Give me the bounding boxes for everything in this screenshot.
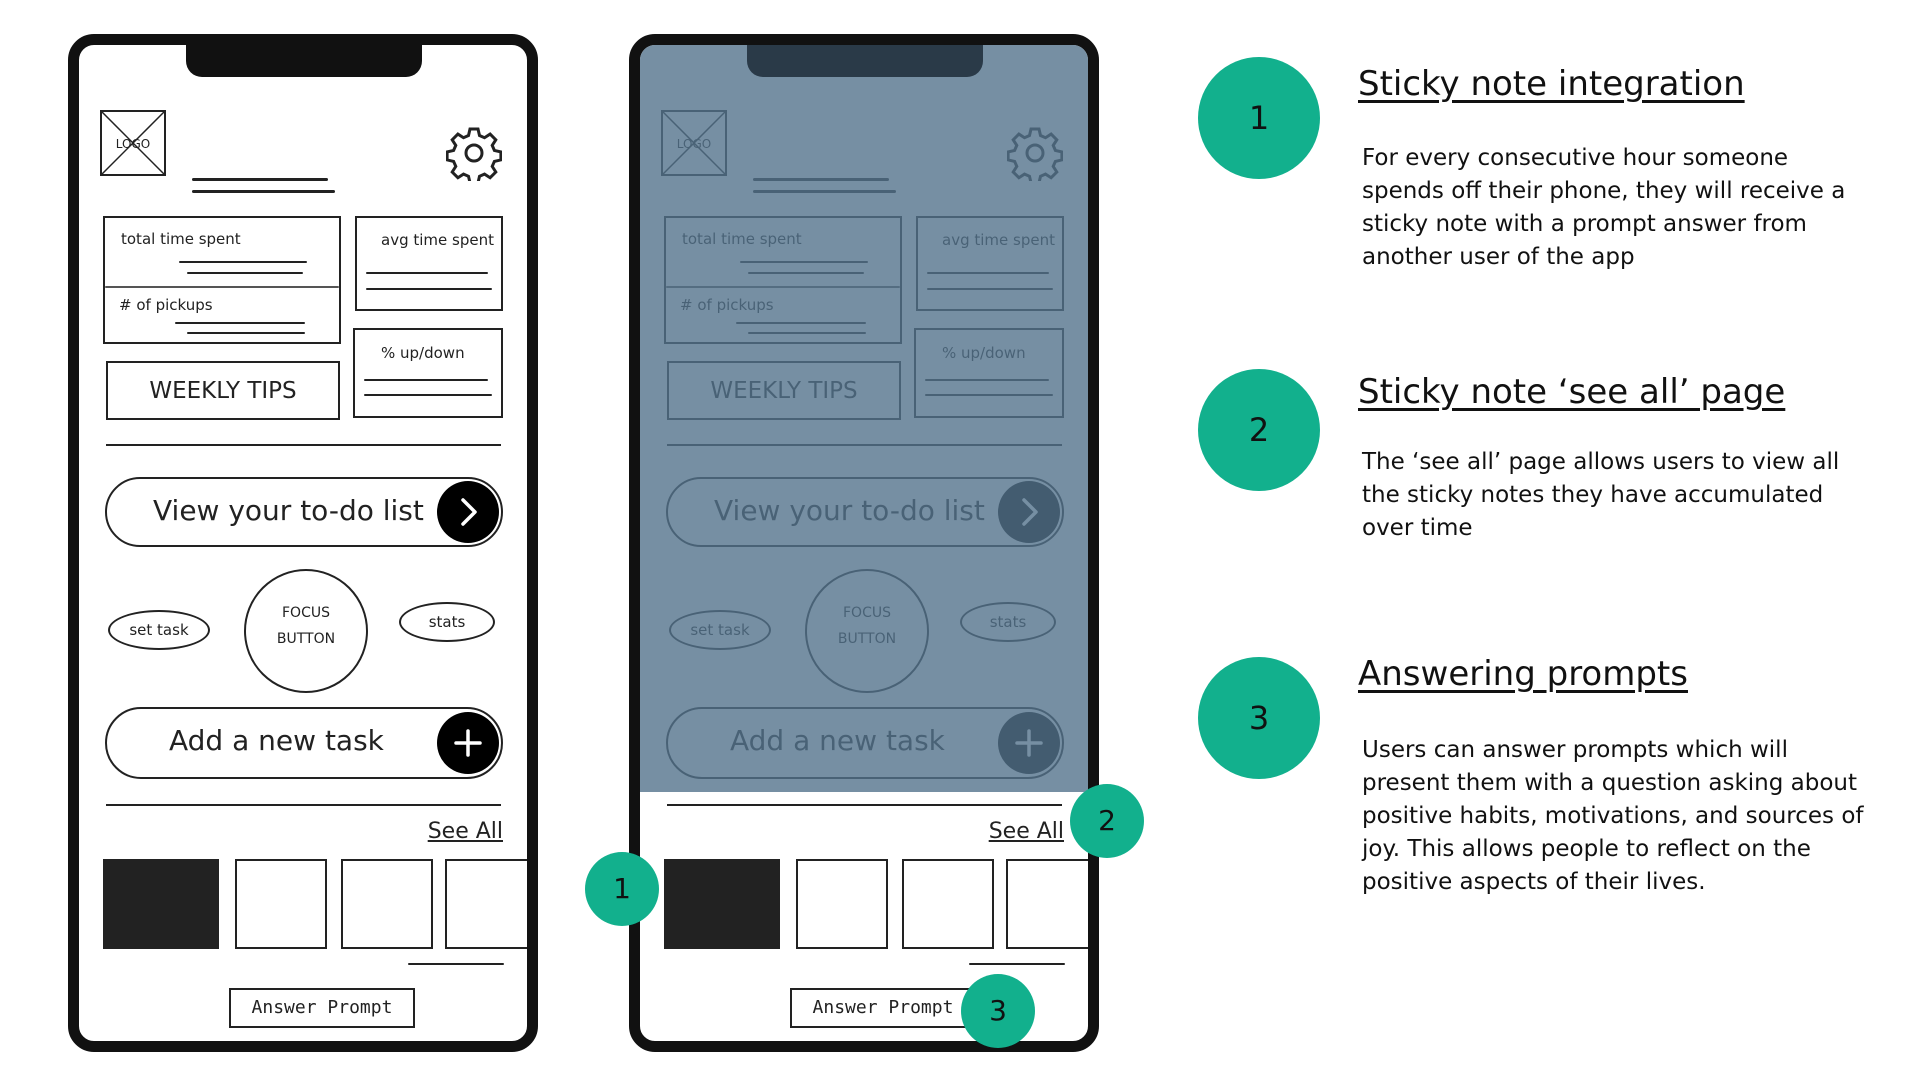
todo-list-label: View your to-do list: [153, 494, 424, 527]
sticky-note-thumb[interactable]: [796, 859, 888, 949]
add-task-button[interactable]: Add a new task: [105, 707, 503, 779]
sticky-note-thumb[interactable]: [664, 859, 780, 949]
card-line: [366, 288, 492, 290]
info-badge-3: 3: [1198, 657, 1320, 779]
card-line: [175, 322, 305, 324]
weekly-tips-card[interactable]: WEEKLY TIPS: [106, 361, 340, 420]
info-title-3: Answering prompts: [1358, 654, 1688, 694]
see-all-link[interactable]: See All: [988, 819, 1064, 844]
logo-placeholder: LOGO: [100, 110, 166, 176]
total-time-label: total time spent: [121, 230, 241, 248]
focus-button[interactable]: FOCUS BUTTON: [244, 569, 368, 693]
answer-prompt-button[interactable]: Answer Prompt: [790, 988, 976, 1028]
info-badge-2: 2: [1198, 369, 1320, 491]
weekly-tips-label: WEEKLY TIPS: [149, 378, 297, 404]
section-divider: [667, 804, 1062, 806]
info-text-3: Users can answer prompts which will pres…: [1362, 737, 1864, 895]
page-indicator-line: [408, 963, 504, 965]
todo-list-button[interactable]: View your to-do list: [105, 477, 503, 547]
add-task-plus-button[interactable]: [437, 712, 499, 774]
percent-label: % up/down: [381, 344, 465, 362]
info-text-1: For every consecutive hour someone spend…: [1362, 145, 1846, 270]
total-time-card[interactable]: total time spent # of pickups: [103, 216, 341, 344]
phone-mockup-1: LOGO total time spent # of pickups: [68, 34, 538, 1052]
phone-screen: LOGO total time spent # of pickups: [640, 45, 1088, 1041]
sticky-note-thumb[interactable]: [902, 859, 994, 949]
phone-notch: [186, 45, 422, 77]
plus-icon: [454, 729, 482, 757]
avg-time-card[interactable]: avg time spent: [355, 216, 503, 311]
phone-mockup-2: LOGO total time spent # of pickups: [629, 34, 1099, 1052]
answer-prompt-button[interactable]: Answer Prompt: [229, 988, 415, 1028]
info-badge-1: 1: [1198, 57, 1320, 179]
section-divider: [106, 804, 501, 806]
title-line: [192, 178, 328, 181]
percent-card[interactable]: % up/down: [353, 328, 503, 418]
phone-screen: LOGO total time spent # of pickups: [79, 45, 527, 1041]
phone-notch: [747, 45, 983, 77]
sticky-note-thumb[interactable]: [341, 859, 433, 949]
info-text-2: The ‘see all’ page allows users to view …: [1362, 449, 1840, 541]
stats-button[interactable]: stats: [399, 602, 495, 642]
subtitle-line: [192, 190, 335, 193]
sticky-note-thumb[interactable]: [445, 859, 527, 949]
badge-sticky-note: 1: [585, 852, 659, 926]
card-line: [179, 261, 307, 263]
card-divider: [105, 286, 339, 288]
badge-see-all: 2: [1070, 784, 1144, 858]
sticky-note-thumb[interactable]: [1006, 859, 1088, 949]
see-all-link[interactable]: See All: [427, 819, 503, 844]
card-line: [366, 272, 488, 274]
dimmed-overlay: [640, 45, 1088, 792]
focus-label-1: FOCUS: [282, 605, 330, 621]
info-title-2: Sticky note ‘see all’ page: [1358, 372, 1786, 412]
section-divider: [106, 444, 501, 446]
card-line: [187, 272, 303, 274]
gear-icon[interactable]: [446, 125, 502, 181]
page-indicator-line: [969, 963, 1065, 965]
card-line: [364, 379, 488, 381]
set-task-button[interactable]: set task: [108, 610, 210, 650]
logo-text: LOGO: [115, 137, 151, 151]
badge-answer-prompt: 3: [961, 974, 1035, 1048]
card-line: [364, 394, 492, 396]
logo-placeholder-icon: [102, 112, 164, 174]
chevron-right-icon: [461, 498, 477, 526]
todo-arrow-button[interactable]: [437, 481, 499, 543]
sticky-note-thumb[interactable]: [235, 859, 327, 949]
add-task-label: Add a new task: [169, 724, 384, 757]
sticky-note-thumb[interactable]: [103, 859, 219, 949]
focus-label-2: BUTTON: [276, 631, 336, 647]
pickups-label: # of pickups: [119, 296, 213, 314]
avg-time-label: avg time spent: [381, 231, 494, 249]
info-title-1: Sticky note integration: [1358, 64, 1745, 104]
card-line: [187, 332, 305, 334]
